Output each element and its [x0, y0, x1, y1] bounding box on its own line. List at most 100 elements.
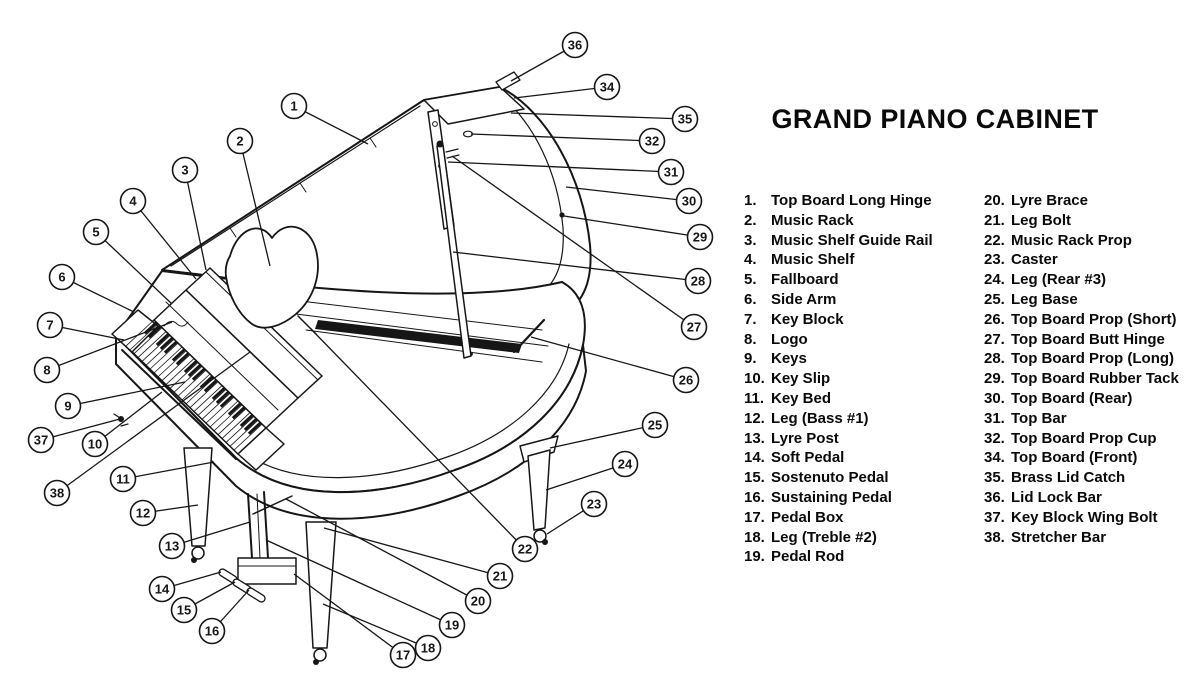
part-label: Brass Lid Catch — [1011, 469, 1126, 487]
callout-30: 30 — [565, 186, 703, 215]
part-item-1: 1.Top Board Long Hinge — [744, 191, 982, 211]
part-label: Key Slip — [771, 370, 831, 388]
caster — [313, 648, 327, 662]
callout-circle — [580, 490, 608, 518]
white-key-line — [149, 342, 179, 370]
callout-circle — [119, 187, 147, 215]
part-item-3: 3.Music Shelf Guide Rail — [744, 231, 982, 251]
callout-leader-line — [563, 215, 701, 238]
part-label: Logo — [771, 330, 808, 348]
callout-6: 6 — [48, 263, 135, 313]
part-item-2: 2.Music Rack — [744, 211, 982, 231]
callout-leader-line — [46, 321, 173, 371]
callout-circle — [672, 366, 700, 394]
part-label: Music Rack Prop — [1011, 231, 1132, 249]
part-number: 13. — [744, 429, 765, 447]
black-key — [191, 367, 206, 381]
callout-10: 10 — [81, 391, 163, 458]
black-key — [239, 413, 254, 428]
part-label: Lid Lock Bar — [1011, 488, 1102, 506]
top-board-prop-short — [512, 318, 546, 354]
part-item-37: 37.Key Block Wing Bolt — [984, 508, 1198, 528]
callout-leader-line — [447, 161, 672, 173]
part-item-21: 21.Leg Bolt — [984, 211, 1198, 231]
white-key-line — [181, 373, 211, 401]
part-item-8: 8.Logo — [744, 330, 982, 350]
part-label: Stretcher Bar — [1011, 528, 1107, 546]
key-block-bass — [111, 309, 159, 353]
callout-circle — [561, 31, 589, 59]
part-number: 10. — [744, 370, 765, 388]
callout-number: 19 — [445, 618, 459, 633]
callout-28: 28 — [452, 251, 712, 295]
white-key-line — [205, 396, 235, 424]
part-number: 15. — [744, 469, 765, 487]
white-key-line — [177, 369, 207, 397]
black-key — [171, 348, 186, 362]
callout-number: 32 — [645, 134, 659, 149]
callout-1: 1 — [280, 92, 369, 145]
callout-circle — [657, 158, 685, 186]
callout-36: 36 — [510, 31, 589, 82]
black-key — [219, 394, 234, 408]
caster — [191, 546, 205, 560]
part-number: 11. — [744, 389, 765, 407]
part-item-14: 14.Soft Pedal — [744, 448, 982, 468]
callout-leader-line — [530, 336, 687, 381]
callout-circle — [43, 479, 71, 507]
part-label: Lyre Post — [771, 429, 839, 447]
callout-11: 11 — [109, 461, 215, 493]
callout-circle — [684, 267, 712, 295]
white-key-line — [133, 327, 163, 355]
callout-leader-line — [293, 105, 369, 145]
part-item-9: 9.Keys — [744, 349, 982, 369]
part-item-29: 29.Top Board Rubber Tack — [984, 369, 1198, 389]
part-label: Keys — [771, 350, 807, 368]
callout-leader-line — [513, 86, 608, 99]
part-number: 38. — [984, 528, 1005, 546]
callout-number: 24 — [618, 457, 633, 472]
callout-leader-line — [285, 498, 479, 602]
callout-leader-line — [549, 424, 656, 449]
part-label: Caster — [1011, 251, 1058, 269]
black-key — [155, 332, 170, 347]
part-number: 6. — [744, 290, 757, 308]
white-key-line — [137, 331, 167, 358]
callout-number: 38 — [50, 486, 64, 501]
part-item-30: 30.Top Board (Rear) — [984, 389, 1198, 409]
part-number: 12. — [744, 409, 765, 427]
callout-number: 26 — [679, 373, 693, 388]
white-key-line — [125, 319, 155, 347]
callout-5: 5 — [82, 218, 173, 305]
pedal-rod — [256, 493, 261, 559]
callout-7: 7 — [36, 311, 125, 341]
callout-leader-line — [470, 133, 653, 142]
callout-circle — [486, 562, 514, 590]
part-number: 5. — [744, 271, 757, 289]
callout-20: 20 — [285, 498, 492, 615]
callout-leader-line — [184, 169, 207, 271]
lid-lock-bar — [495, 71, 521, 91]
part-item-24: 24.Leg (Rear #3) — [984, 270, 1198, 290]
callout-number: 23 — [587, 497, 601, 512]
part-item-27: 27.Top Board Butt Hinge — [984, 330, 1198, 350]
callout-leader-line — [239, 140, 271, 267]
callout-circle — [33, 356, 61, 384]
part-label: Leg Base — [1011, 290, 1078, 308]
callout-circle — [129, 499, 157, 527]
part-item-32: 32.Top Board Prop Cup — [984, 429, 1198, 449]
part-label: Side Arm — [771, 290, 837, 308]
case-side-wall — [115, 335, 587, 520]
part-number: 25. — [984, 290, 1005, 308]
callout-number: 34 — [600, 80, 615, 95]
callout-number: 8 — [43, 363, 50, 378]
callout-38: 38 — [43, 351, 251, 507]
key-block-wing-bolt — [113, 413, 129, 427]
part-item-34: 34.Top Board (Front) — [984, 448, 1198, 468]
leg-bass — [183, 447, 213, 563]
part-number: 30. — [984, 389, 1005, 407]
part-label: Pedal Rod — [771, 548, 845, 566]
callout-16: 16 — [198, 589, 250, 645]
callout-circle — [226, 127, 254, 155]
